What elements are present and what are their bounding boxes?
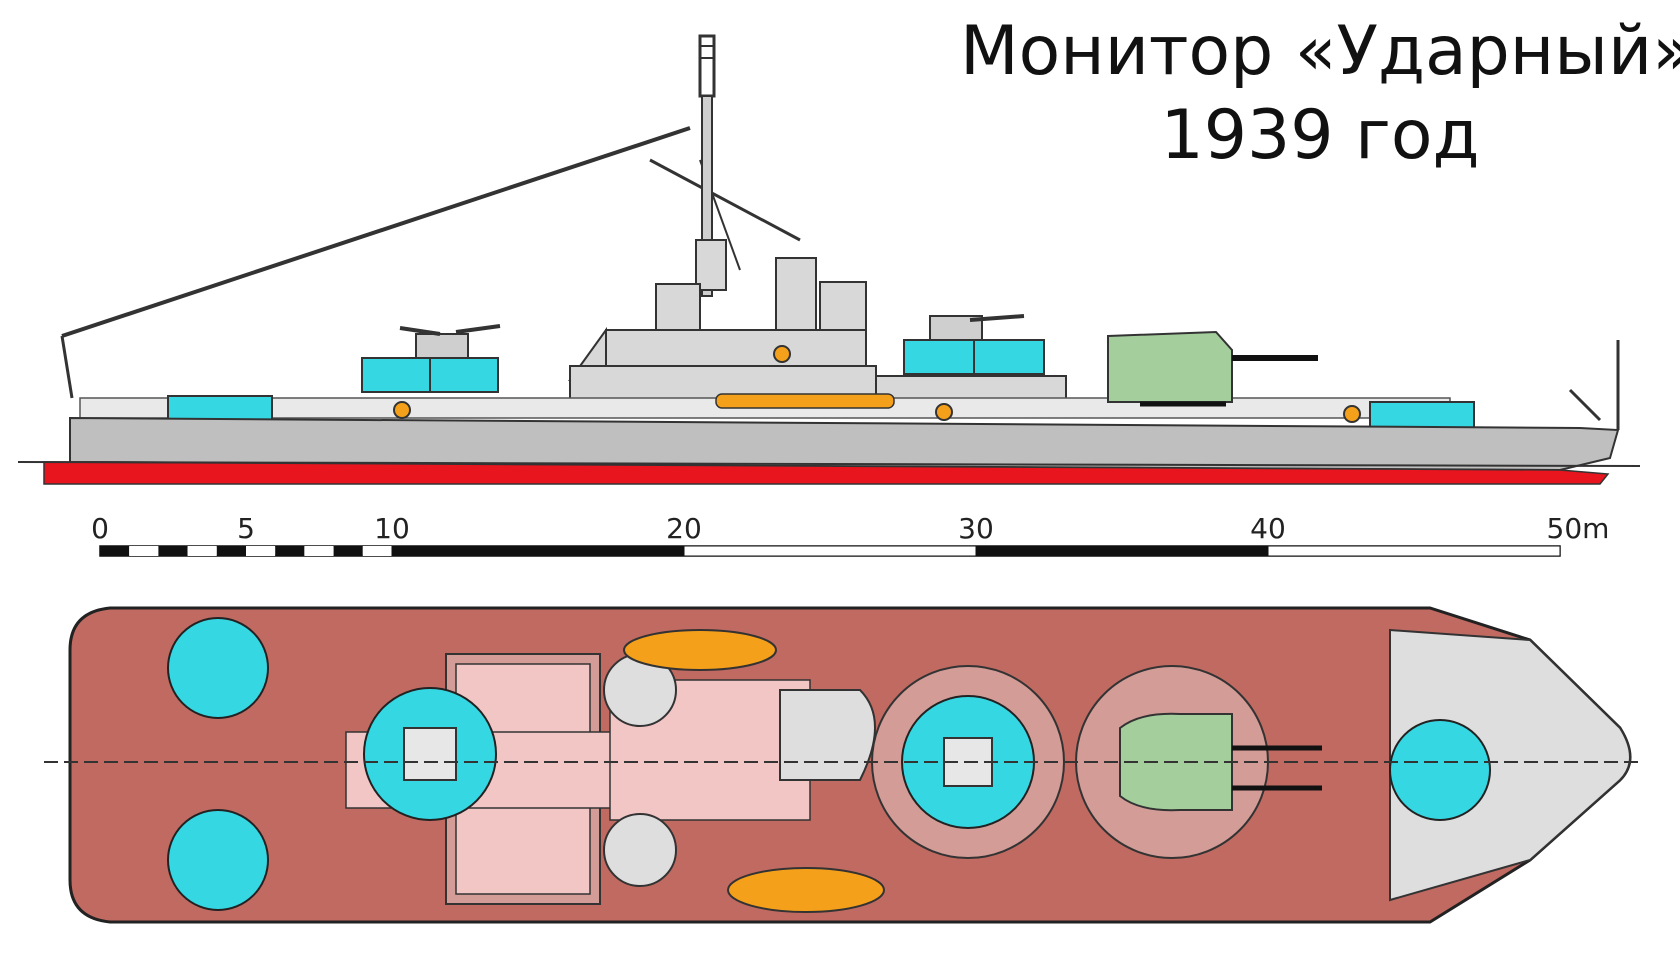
scale-label: 0 [91,512,109,545]
life-ring [393,401,411,419]
scale-segment [129,546,159,556]
boat-plan-port [623,629,777,671]
title-ship-name: Монитор «Ударный» [960,12,1680,91]
aa-mount-aft-starboard [167,809,269,911]
title-year: 1939 год [1160,96,1480,175]
scale-segment [683,545,977,557]
boom-rigging [61,126,691,338]
scale-label: 40 [1250,512,1286,545]
scale-segment [304,546,334,556]
scale-segment [275,546,305,556]
scale-segment [975,545,1269,557]
scale-segment [246,546,276,556]
scale-label: 10 [374,512,410,545]
scale-segment [100,546,130,556]
boat-plan-starboard [727,867,885,913]
waterline [43,461,1610,485]
scale-bar [99,545,1561,557]
aa-mount-bow-side [1369,401,1475,429]
plan-view [44,606,1640,924]
scale-label: 30 [958,512,994,545]
scale-segment [391,545,685,557]
aa-mount-bow [1389,719,1491,821]
mast [701,95,713,297]
scale-label: 20 [666,512,702,545]
bridge-plan [779,689,876,781]
scale-segment [362,546,392,556]
scale-label: 50m [1546,512,1610,545]
side-profile [17,34,1641,485]
scale-segment [187,546,217,556]
boat-side [715,393,895,409]
bow-deck [1389,628,1631,902]
scale-segment [216,546,246,556]
scale-segment [158,546,188,556]
scale-segment [333,546,363,556]
title-block: Монитор «Ударный» 1939 год [960,10,1680,178]
scale-segment [1267,545,1561,557]
superstructure [605,329,867,367]
vent-starboard [603,813,677,887]
aa-mount-aft-port [167,617,269,719]
scale-label: 5 [237,512,255,545]
main-turret-side [1107,330,1233,403]
